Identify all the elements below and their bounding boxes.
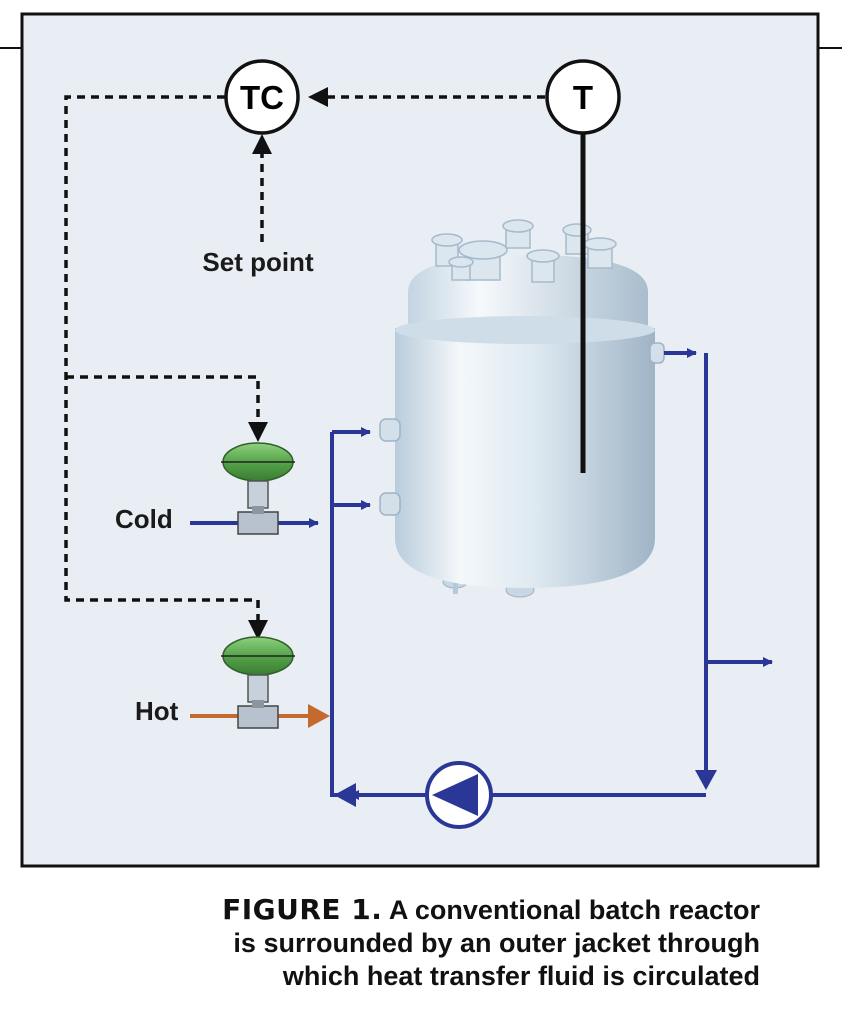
temperature-sensor: T [545,59,621,135]
figure-label: FIGURE 1. [222,893,383,926]
caption-line-2: is surrounded by an outer jacket through [233,928,760,958]
tc-label: TC [240,79,284,116]
flow-arrowheads [334,770,717,807]
circulation-pump [425,761,493,829]
hot-control-valve [221,636,295,729]
cold-label: Cold [115,504,173,534]
signal-arrowheads [248,87,328,640]
figure-caption: FIGURE 1. A conventional batch reactor i… [0,893,760,993]
set-point-label: Set point [202,247,314,277]
caption-line-1: FIGURE 1. A conventional batch reactor [0,893,760,927]
reactor-vessel [379,219,665,598]
t-label: T [573,79,593,116]
hot-label: Hot [135,696,179,726]
control-signal-lines [64,95,545,622]
caption-line-3: which heat transfer fluid is circulated [282,961,760,991]
batch-reactor-diagram: TC T Set point Cold Hot [0,12,842,868]
temperature-controller: TC [224,59,300,135]
caption-text-1: A conventional batch reactor [388,895,760,925]
cold-control-valve [221,442,295,535]
